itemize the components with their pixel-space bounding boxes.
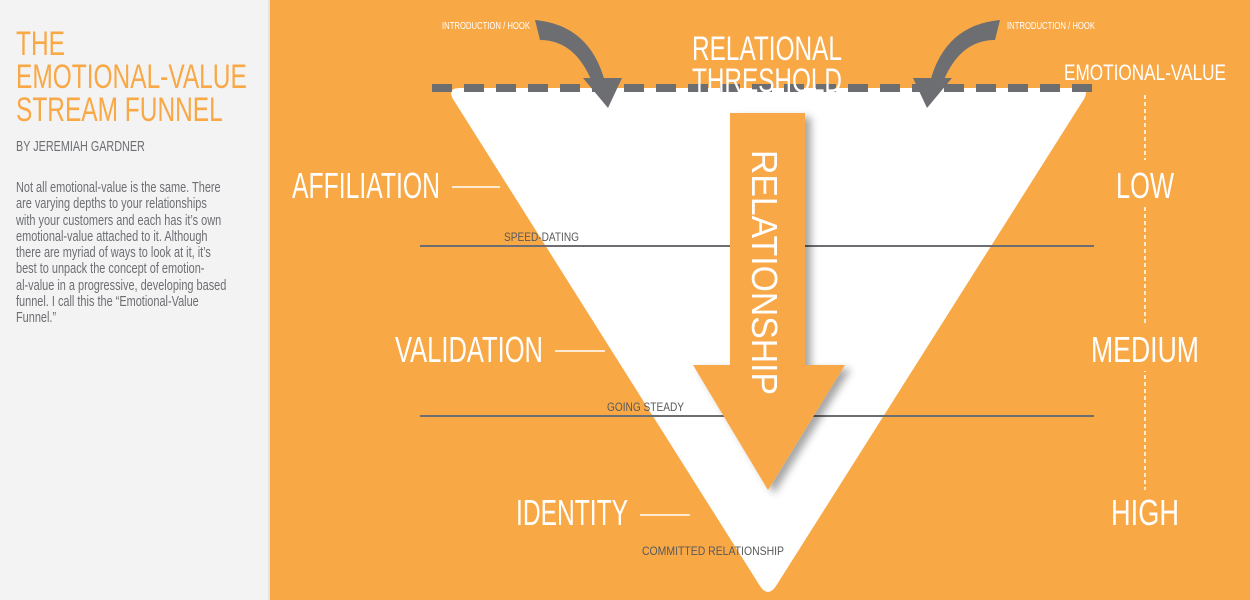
description-line: emotional-value attached to it. Although <box>16 227 208 245</box>
hook-label-right: INTRODUCTION / HOOK <box>1007 21 1095 32</box>
threshold-title: RELATIONAL <box>692 30 842 68</box>
level-high: HIGH <box>1111 492 1179 533</box>
description: Not all emotional-value is the same. The… <box>16 179 261 327</box>
level-low: LOW <box>1116 165 1174 206</box>
title-line: THE <box>16 25 65 63</box>
title-line: STREAM FUNNEL <box>16 91 223 129</box>
sidebar: THE EMOTIONAL-VALUE STREAM FUNNEL BY JER… <box>0 0 270 600</box>
page-title: THE EMOTIONAL-VALUE STREAM FUNNEL <box>16 25 261 129</box>
stage-label-identity: IDENTITY <box>516 492 628 533</box>
divider-label: GOING STEADY <box>607 400 684 414</box>
divider-label: SPEED-DATING <box>504 230 579 244</box>
description-line: with your customers and each has it’s ow… <box>16 211 222 229</box>
description-line: there are myriad of ways to look at it, … <box>16 244 211 262</box>
stage-label-affiliation: AFFILIATION <box>292 165 440 206</box>
description-line: are varying depths to your relationships <box>16 195 207 213</box>
hook-arrow-left-icon <box>535 20 622 108</box>
threshold-title: THRESHOLD <box>692 62 842 100</box>
hook-label-left: INTRODUCTION / HOOK <box>442 21 530 32</box>
description-line: best to unpack the concept of emotion- <box>16 260 205 278</box>
description-line: Not all emotional-value is the same. The… <box>16 179 221 196</box>
level-medium: MEDIUM <box>1091 329 1199 370</box>
relationship-arrow <box>693 113 845 490</box>
description-line: funnel. I call this the “Emotional-Value <box>16 293 199 311</box>
byline: BY JEREMIAH GARDNER <box>16 138 145 155</box>
hook-arrow-right-icon <box>913 20 1000 108</box>
description-line: al-value in a progressive, developing ba… <box>16 276 227 294</box>
stage-label-validation: VALIDATION <box>395 329 543 370</box>
title-line: EMOTIONAL-VALUE <box>16 58 247 96</box>
divider-label: COMMITTED RELATIONSHIP <box>642 544 784 558</box>
description-line: Funnel.” <box>16 309 57 327</box>
relationship-label: RELATIONSHIP <box>744 150 785 395</box>
axis-title: EMOTIONAL-VALUE <box>1064 60 1226 85</box>
